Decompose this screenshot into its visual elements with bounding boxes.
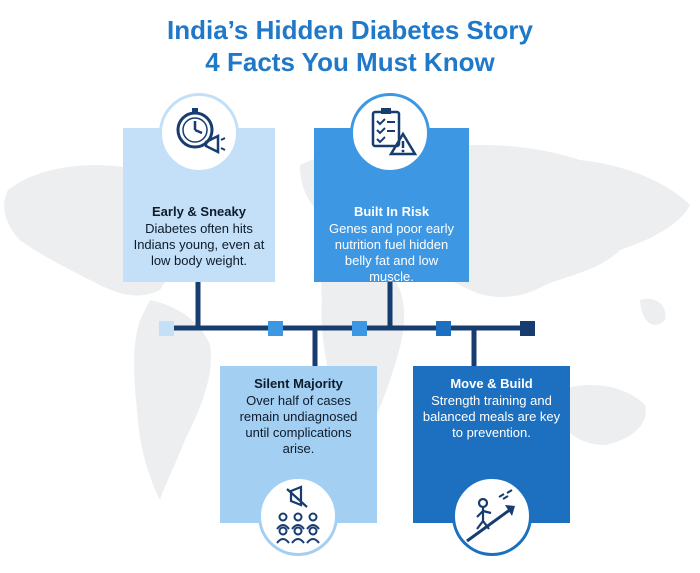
- page-title: India’s Hidden Diabetes Story 4 Facts Yo…: [0, 14, 700, 78]
- timeline-marker-5: [520, 321, 535, 336]
- fact-heading: Silent Majority: [254, 376, 343, 391]
- title-line-2: 4 Facts You Must Know: [205, 47, 495, 77]
- fact-heading: Built In Risk: [353, 204, 430, 219]
- fact-body: Genes and poor early nutrition fuel hidd…: [328, 221, 455, 284]
- timeline-marker-4: [436, 321, 451, 336]
- climbing-arrow-icon: [452, 476, 532, 556]
- timeline-marker-1: [159, 321, 174, 336]
- timeline-marker-3: [352, 321, 367, 336]
- fact-heading: Early & Sneaky: [152, 204, 246, 219]
- clock-megaphone-icon: [159, 93, 239, 173]
- fact-body: Strength training and balanced meals are…: [422, 393, 561, 440]
- fact-heading: Move & Build: [450, 376, 533, 391]
- title-line-1: India’s Hidden Diabetes Story: [166, 15, 533, 45]
- muted-audience-icon: [258, 476, 338, 556]
- fact-body: Over half of cases remain undiagnosed un…: [239, 393, 358, 456]
- checklist-warning-icon: [350, 93, 430, 173]
- fact-body: Diabetes often hits Indians young, even …: [133, 221, 265, 268]
- timeline-marker-2: [268, 321, 283, 336]
